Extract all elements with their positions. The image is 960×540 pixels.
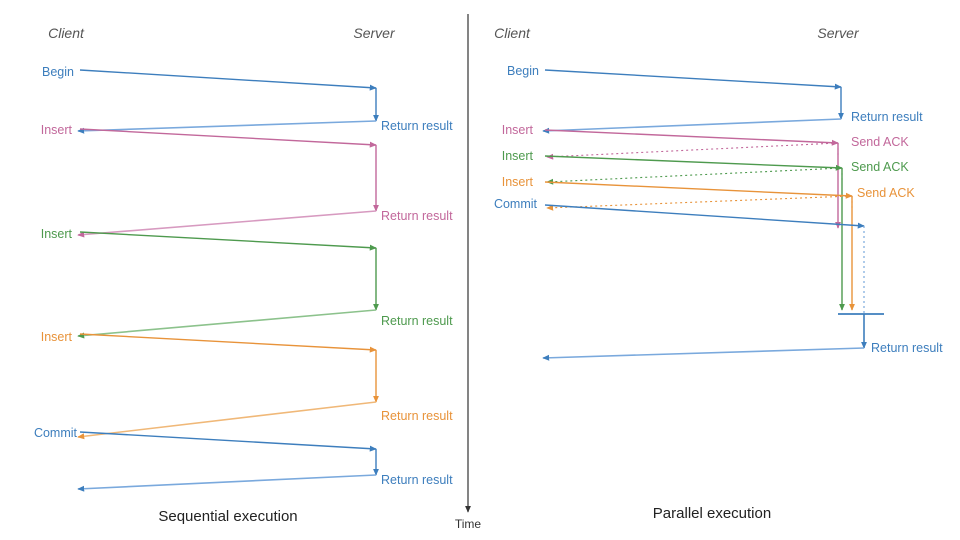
actor-label-server-sequential: Server [353,25,396,41]
operation-request-arrow [544,181,853,199]
reply-label-return-result-1: Return result [381,209,453,223]
message-request-arrow [79,431,377,452]
message-reply-arrow [77,120,377,134]
panel-caption-sequential: Sequential execution [158,508,297,525]
actor-label-client-sequential: Client [48,25,85,41]
operation-ack-arrow [546,195,853,211]
operation-request-arrow [544,129,839,146]
time-axis-label: Time [455,517,482,531]
actor-label-server-parallel: Server [817,25,860,41]
message-label-insert-parallel-2: Insert [502,175,534,189]
message-label-commit-4: Commit [34,426,78,440]
panel-caption-parallel: Parallel execution [653,505,771,522]
reply-label-return-result-commit: Return result [871,341,943,355]
message-label-begin-parallel: Begin [507,64,539,78]
message-reply-arrow [77,210,377,238]
panel-parallel [542,69,884,361]
ack-label-send-ack-1: Send ACK [851,160,909,174]
message-label-insert-1: Insert [41,123,73,137]
operation-ack-arrow [546,142,839,160]
ack-label-send-ack-0: Send ACK [851,135,909,149]
reply-label-return-result-2: Return result [381,314,453,328]
message-request-arrow [79,231,377,251]
commit-reply-arrow [542,347,865,361]
reply-label-return-result-0: Return result [381,119,453,133]
message-request-arrow [79,128,377,148]
operation-ack-arrow [546,167,843,185]
reply-label-return-result-3: Return result [381,409,453,423]
message-label-insert-3: Insert [41,330,73,344]
message-reply-arrow [77,309,377,339]
message-request-arrow [79,69,377,91]
message-label-insert-parallel-0: Insert [502,123,534,137]
commit-request-arrow [544,204,865,229]
operation-request-arrow [544,155,843,171]
ack-label-send-ack-2: Send ACK [857,186,915,200]
panel-sequential [77,69,379,492]
begin-request-arrow [544,69,842,90]
reply-label-return-result-begin: Return result [851,110,923,124]
reply-label-return-result-4: Return result [381,473,453,487]
message-request-arrow [79,333,377,353]
begin-reply-arrow [542,118,842,134]
message-reply-arrow [77,474,377,492]
actor-label-client-parallel: Client [494,25,531,41]
message-reply-arrow [77,401,377,440]
message-label-insert-parallel-1: Insert [502,149,534,163]
message-label-insert-2: Insert [41,227,73,241]
message-label-commit-parallel: Commit [494,197,538,211]
message-label-begin-0: Begin [42,65,74,79]
